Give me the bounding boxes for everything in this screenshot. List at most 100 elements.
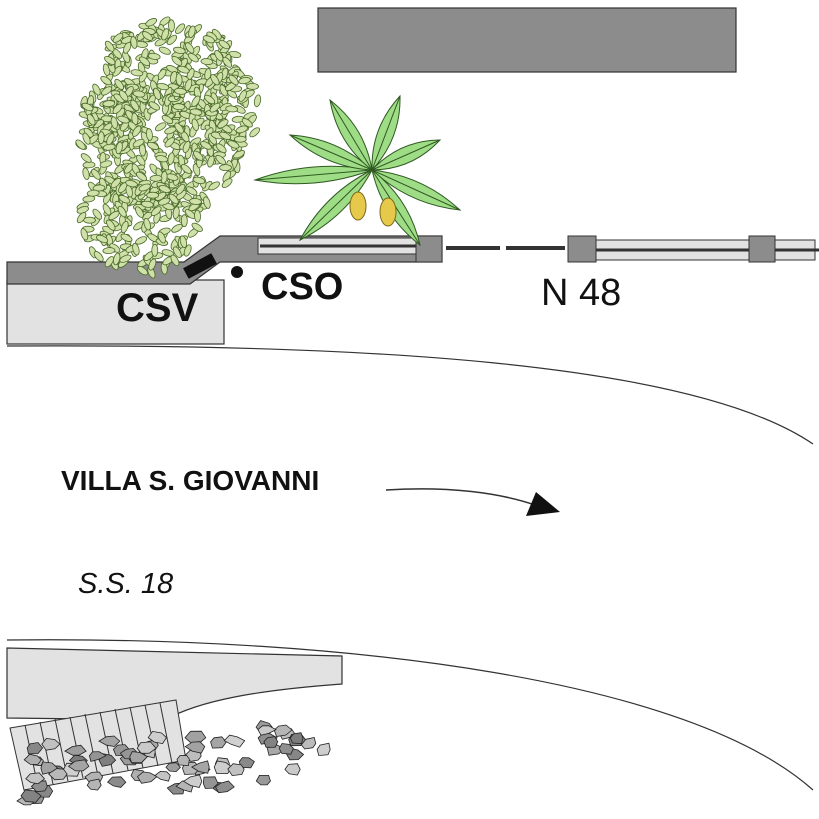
cso-label: CSO	[261, 266, 344, 308]
leaf	[82, 195, 96, 203]
direction-arrow-line	[385, 488, 536, 506]
cso-marker	[231, 266, 243, 278]
leaf	[157, 231, 166, 244]
leaf	[189, 108, 203, 116]
leaf	[227, 140, 240, 149]
leaf	[99, 160, 113, 168]
leaf	[161, 115, 174, 124]
leaf	[189, 198, 202, 205]
leaf	[238, 90, 247, 102]
leaf	[175, 183, 186, 195]
rock	[41, 737, 61, 751]
track-post-1	[415, 235, 443, 263]
rock	[184, 730, 207, 744]
leaf	[217, 119, 229, 129]
leaf	[179, 235, 188, 248]
leaf	[193, 150, 204, 161]
rock	[263, 736, 279, 748]
leaf	[135, 171, 148, 182]
date-cluster	[379, 197, 397, 227]
leaf	[228, 50, 242, 59]
rock	[88, 751, 107, 762]
leaf	[200, 58, 214, 66]
frond-rib	[371, 139, 441, 171]
frond-rib	[329, 99, 373, 171]
leaf	[145, 18, 158, 27]
rock	[106, 776, 127, 788]
leaf	[154, 122, 167, 132]
shrub-tree	[75, 16, 262, 279]
leaf	[221, 178, 233, 188]
leaf	[150, 206, 162, 216]
rock	[316, 742, 331, 756]
leaf	[97, 131, 105, 145]
road-edge-top	[6, 345, 814, 445]
leaf	[75, 139, 86, 150]
leaf	[214, 50, 224, 62]
leaf	[151, 244, 159, 257]
leaf	[154, 38, 167, 47]
rock	[25, 772, 46, 785]
leaf	[106, 133, 115, 146]
leaf	[132, 90, 146, 98]
leaf	[149, 174, 163, 182]
rock	[190, 760, 210, 774]
leaf	[174, 87, 187, 95]
leaf	[100, 86, 113, 96]
leaf	[222, 56, 233, 68]
rock	[23, 753, 42, 765]
leaf	[147, 52, 161, 60]
leaf	[130, 69, 144, 77]
leaf	[209, 102, 221, 113]
leaf	[158, 185, 171, 193]
leaf	[166, 65, 179, 74]
ss18-label: S.S. 18	[78, 568, 174, 600]
leaf	[110, 178, 122, 189]
leaf	[167, 152, 175, 165]
leaf	[175, 23, 186, 34]
leaf	[164, 137, 175, 148]
leaf	[82, 167, 90, 181]
leaf	[139, 56, 151, 67]
leaf	[185, 42, 195, 54]
leaf	[173, 46, 186, 54]
leaf	[104, 40, 115, 52]
leaf	[106, 219, 116, 231]
leaf	[175, 73, 183, 86]
leaf	[145, 128, 153, 141]
leaf	[202, 35, 215, 44]
frond-rib	[254, 169, 373, 181]
road-edge-bottom	[6, 639, 814, 791]
leaf	[130, 99, 140, 112]
leaf	[76, 212, 87, 224]
rock	[289, 732, 304, 745]
rock	[40, 761, 59, 775]
rock	[284, 763, 301, 776]
leaf	[158, 197, 171, 206]
leaf	[241, 118, 253, 128]
csv-marker	[183, 253, 217, 279]
leaf	[225, 105, 239, 113]
leaf	[80, 153, 92, 163]
frond-rib	[299, 169, 373, 241]
rock	[129, 751, 149, 764]
leaf	[215, 143, 227, 154]
rock	[136, 771, 158, 784]
leaf	[92, 83, 101, 96]
direction-arrow-head	[526, 492, 560, 516]
rock	[86, 778, 102, 791]
leaf	[120, 233, 133, 242]
leaf	[148, 101, 161, 111]
leaf	[104, 55, 116, 66]
leaf	[233, 135, 247, 143]
leaf	[215, 154, 226, 165]
riprap-rocks	[16, 720, 331, 806]
leaf	[81, 102, 94, 112]
leaf	[100, 76, 112, 86]
leaf	[192, 176, 206, 185]
leaf	[161, 28, 170, 41]
leaf	[135, 206, 144, 218]
track-post-2	[567, 235, 597, 263]
leaf	[181, 164, 192, 174]
leaf	[115, 141, 123, 155]
